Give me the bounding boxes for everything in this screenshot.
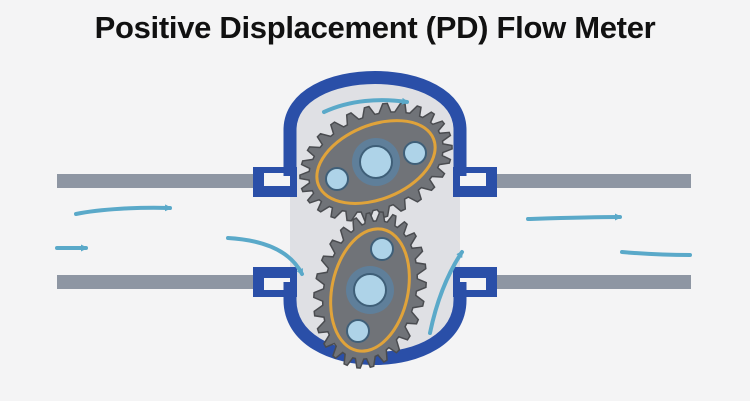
outlet-pipe-top-wall bbox=[495, 174, 691, 188]
flow-arrow-icon bbox=[526, 213, 622, 221]
gear-hub-core bbox=[353, 273, 387, 307]
gear-bolt-hole bbox=[325, 167, 349, 191]
flow-arrow-icon bbox=[620, 250, 692, 257]
gear-bolt-hole bbox=[403, 141, 427, 165]
housing-flange-outlet-bottom bbox=[453, 267, 497, 297]
oval-gear-ring bbox=[315, 119, 437, 205]
inlet-pipe-bottom-wall bbox=[57, 275, 257, 289]
housing-flange-inlet-bottom bbox=[253, 267, 297, 297]
bottom-oval-gear bbox=[313, 211, 427, 369]
page-title: Positive Displacement (PD) Flow Meter bbox=[94, 10, 656, 45]
oval-gear-ring bbox=[329, 227, 411, 353]
flow-arrow-icon bbox=[226, 236, 304, 276]
top-oval-gear bbox=[299, 102, 453, 222]
meter-housing-top bbox=[283, 71, 467, 176]
inlet-pipe-top-wall bbox=[57, 174, 257, 188]
housing-flange-outlet-top bbox=[453, 167, 497, 197]
flow-arrow-icon bbox=[322, 97, 409, 114]
flow-arrow-icon bbox=[428, 250, 464, 335]
flow-arrow-icon bbox=[74, 204, 172, 216]
gear-bolt-hole bbox=[346, 319, 370, 343]
gear-bolt-hole bbox=[370, 237, 394, 261]
outlet-pipe-bottom-wall bbox=[495, 275, 691, 289]
gear-hub-core bbox=[359, 145, 393, 179]
housing-flange-inlet-top bbox=[253, 167, 297, 197]
